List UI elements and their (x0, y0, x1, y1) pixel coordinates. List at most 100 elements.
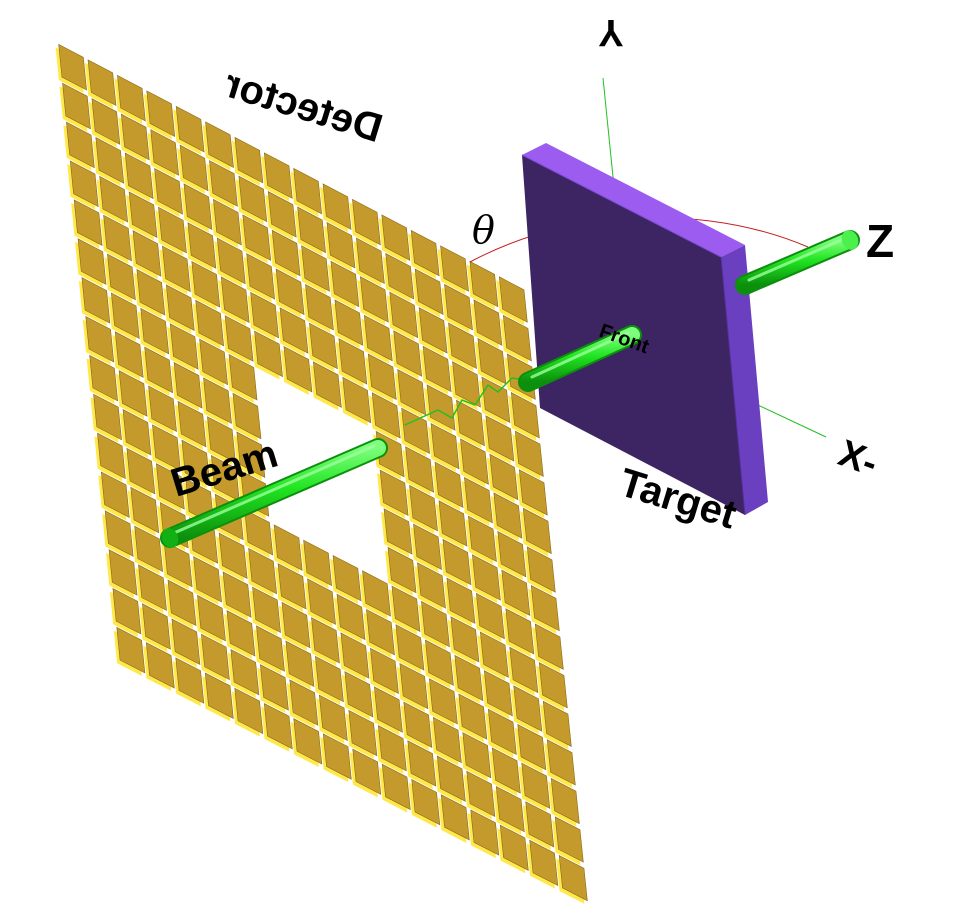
detector-tile (414, 268, 444, 315)
detector-tile (326, 222, 356, 269)
detector-tile (363, 314, 393, 362)
detector-label: Detector (219, 62, 387, 152)
detector-tile (104, 510, 134, 557)
detector-tile (230, 648, 260, 696)
detector-tile (311, 617, 340, 664)
detector-tile (275, 268, 305, 316)
detector-tile (199, 338, 228, 386)
detector-tile (213, 198, 242, 246)
detector-tile (495, 785, 525, 833)
detector-tile (452, 361, 481, 408)
detector-tile (120, 113, 150, 161)
beam-front-segment (160, 438, 388, 548)
detector-tile (389, 291, 419, 339)
detector-tile (505, 608, 535, 655)
detector-tile (165, 284, 195, 331)
detector-tile (405, 446, 434, 493)
detector-tile (177, 400, 207, 448)
detector-tile (293, 167, 323, 215)
detector-tile (181, 439, 211, 487)
detector-tile (444, 283, 473, 331)
detector-tile (479, 631, 509, 678)
detector-tile (411, 778, 441, 826)
detector-tile (289, 679, 319, 726)
detector-tile (309, 322, 338, 370)
detector-tile (173, 362, 203, 409)
detector-tile (263, 702, 293, 750)
detector-tile (434, 461, 464, 509)
detector-tile (103, 214, 132, 262)
y-axis-label: Y (598, 11, 623, 53)
detector-tile (77, 238, 107, 285)
detector-tile (112, 588, 142, 635)
detector-tile (238, 175, 268, 223)
detector-tile (285, 640, 315, 688)
detector-tile (85, 315, 115, 363)
detector-tile (126, 447, 156, 495)
detector-tile (89, 354, 119, 402)
detector-tile (152, 424, 181, 471)
beam-trace-line (404, 377, 526, 426)
detector-tile (293, 718, 323, 765)
detector-tile (529, 839, 559, 887)
detector-tile (222, 571, 252, 618)
detector-tile (145, 642, 175, 689)
detector-tile (318, 694, 348, 741)
detector-tile (93, 393, 122, 441)
detector-tile (338, 338, 368, 385)
detector-tile (193, 556, 222, 603)
detector-tile (150, 129, 180, 176)
detector-tile (498, 276, 528, 323)
detector-tile (114, 331, 144, 378)
detector-array (55, 43, 588, 904)
detector-tile (473, 299, 503, 346)
detector-tile (381, 763, 411, 811)
detector-tile (179, 144, 209, 192)
detector-tile (383, 508, 413, 555)
detector-tile (203, 377, 232, 424)
detector-tile (502, 314, 532, 362)
detector-tile (362, 570, 391, 617)
detector-tile (391, 585, 421, 632)
detector-tile (95, 137, 125, 184)
detector-tile (446, 577, 476, 624)
detector-tile (340, 632, 370, 679)
detector-tile (195, 299, 225, 347)
detector-tile (124, 152, 154, 200)
detector-tile (491, 747, 521, 794)
z-axis-label: Z (866, 215, 894, 267)
detector-tile (517, 724, 547, 771)
detector-tile (224, 315, 254, 362)
detector-tile (440, 245, 469, 292)
detector-tile (534, 623, 564, 670)
detector-tile (438, 500, 468, 547)
detector-tile (148, 385, 177, 433)
detector-tile (472, 554, 501, 601)
target-top-face (522, 143, 745, 257)
detector-tile (425, 639, 454, 686)
detector-tile (162, 245, 191, 293)
detector-tile (409, 484, 438, 532)
detector-tile (373, 686, 403, 733)
detector-tile (128, 191, 158, 238)
detector-tile (499, 824, 529, 871)
detector-tile (271, 229, 301, 277)
detector-tile (469, 260, 499, 308)
detector-tile (356, 237, 385, 285)
detector-tile (154, 167, 183, 215)
detector-tile (175, 105, 205, 153)
detector-tile (91, 98, 121, 145)
detector-tile (393, 330, 423, 377)
detector-tile (366, 608, 395, 656)
detector-tile (117, 74, 146, 122)
detector-tile (336, 593, 366, 641)
beam-middle-segment (518, 325, 642, 392)
detector-tile (542, 700, 572, 747)
detector-tile (283, 345, 313, 393)
detector-tile (407, 740, 437, 787)
detector-tile (462, 732, 492, 779)
detector-tile (377, 725, 407, 772)
detector-tile (348, 709, 378, 757)
detector-tile (513, 685, 543, 732)
detector-tile (493, 492, 523, 539)
